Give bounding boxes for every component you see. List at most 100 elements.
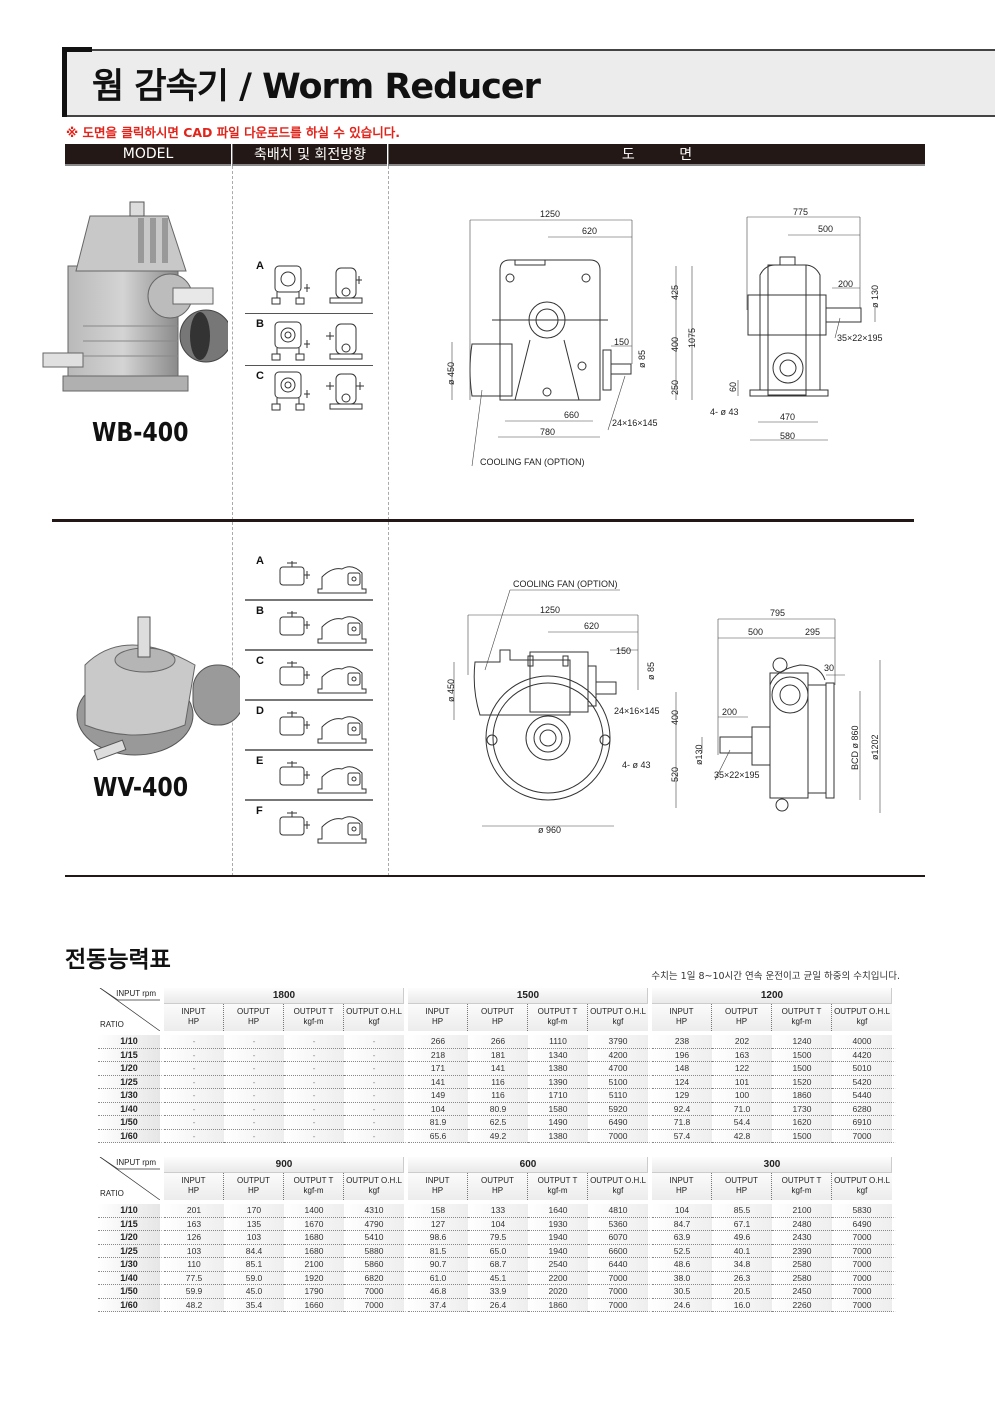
value-cell: - [224,1048,284,1062]
value-cell: - [344,1129,408,1143]
corner-label-rpm: INPUT rpm [116,989,156,998]
value-cell: 48.2 [164,1298,224,1312]
value-cell: 1490 [528,1116,588,1130]
value-cell: 2580 [772,1271,832,1285]
value-cell: 2480 [772,1217,832,1231]
dim-label: 60 [728,382,738,392]
ratio-cell: 1/40 [98,1102,164,1116]
wb400-product-photo[interactable] [38,196,233,406]
value-cell: 2430 [772,1231,832,1245]
value-cell: - [344,1075,408,1089]
value-cell: 80.9 [468,1102,528,1116]
dim-label: ø 85 [637,350,647,368]
wb400-side-drawing[interactable]: 775 500 200 35×22×195 4- ø 43 470 580 ø … [700,200,920,455]
value-cell: 67.1 [712,1217,772,1231]
title-banner [65,49,995,117]
value-cell: 24.6 [652,1298,712,1312]
value-cell: 1920 [284,1271,344,1285]
value-cell: 71.0 [712,1102,772,1116]
arrangement-diagram[interactable] [270,759,370,804]
value-cell: 1860 [528,1298,588,1312]
dim-label: 1250 [540,209,560,219]
wb400-front-drawing[interactable]: 1250 620 150 660 780 24×16×145 COOLING F… [440,200,700,485]
arrangement-label-b: B [256,318,264,330]
value-cell: 218 [408,1048,468,1062]
value-cell: 1790 [284,1285,344,1299]
value-cell: 48.6 [652,1258,712,1272]
value-cell: 2100 [772,1204,832,1218]
value-cell: 6600 [588,1244,652,1258]
wv400-side-drawing[interactable]: 795 500 295 30 200 35×22×195 ø130 BCD ø … [690,595,910,840]
dim-label: 620 [582,226,597,236]
value-cell: 126 [164,1231,224,1245]
value-cell: 65.0 [468,1244,528,1258]
value-cell: 7000 [344,1298,408,1312]
value-cell: 104 [652,1204,712,1218]
value-cell: 59.9 [164,1285,224,1299]
dim-label: 470 [780,412,795,422]
arrangement-diagram[interactable] [270,709,370,754]
value-cell: - [284,1102,344,1116]
value-cell: 84.4 [224,1244,284,1258]
value-cell: 71.8 [652,1116,712,1130]
value-cell: 1670 [284,1217,344,1231]
value-cell: - [224,1089,284,1103]
dim-label: 150 [616,646,631,656]
arrangement-a-diagram[interactable] [270,264,370,313]
value-cell: - [284,1129,344,1143]
value-cell: 1580 [528,1102,588,1116]
value-cell: 148 [652,1062,712,1076]
dim-label: 660 [564,410,579,420]
value-cell: 38.0 [652,1271,712,1285]
wv400-product-photo[interactable] [55,605,244,775]
dim-label: ø1202 [870,734,880,760]
arrangement-separator [245,365,373,366]
arrangement-diagram[interactable] [270,609,370,654]
wv400-front-drawing[interactable]: COOLING FAN (OPTION) 1250 620 150 24×16×… [440,570,700,845]
rpm-group-header: 900 [164,1157,408,1173]
dim-label: 520 [670,767,680,782]
arrangement-separator [245,699,373,701]
value-cell: 104 [468,1217,528,1231]
value-cell: 65.6 [408,1129,468,1143]
value-cell: - [164,1075,224,1089]
value-cell: 181 [468,1048,528,1062]
value-cell: 5110 [588,1089,652,1103]
corner-label-ratio: RATIO [100,1020,124,1029]
value-cell: - [224,1129,284,1143]
value-cell: 7000 [588,1129,652,1143]
ratio-cell: 1/50 [98,1285,164,1299]
value-cell: - [224,1062,284,1076]
dim-label: 500 [818,224,833,234]
dim-label: 250 [670,380,680,395]
value-cell: 103 [164,1244,224,1258]
arrangement-diagram[interactable] [270,559,370,604]
value-cell: 1400 [284,1204,344,1218]
table-corner-header: INPUT rpm RATIO [98,988,164,1031]
dim-label: 200 [838,279,853,289]
value-cell: 2200 [528,1271,588,1285]
arrangement-diagram[interactable] [270,659,370,704]
arrangement-c-diagram[interactable] [270,370,370,419]
rpm-group-header: 1800 [164,988,408,1004]
value-cell: - [164,1116,224,1130]
value-cell: 81.9 [408,1116,468,1130]
value-cell: 30.5 [652,1285,712,1299]
arrangement-b-diagram[interactable] [270,320,370,369]
value-cell: 5880 [344,1244,408,1258]
value-cell: 6490 [832,1217,896,1231]
arrangement-diagram[interactable] [270,809,370,854]
value-cell: 1680 [284,1231,344,1245]
value-cell: - [224,1116,284,1130]
value-cell: - [344,1035,408,1049]
